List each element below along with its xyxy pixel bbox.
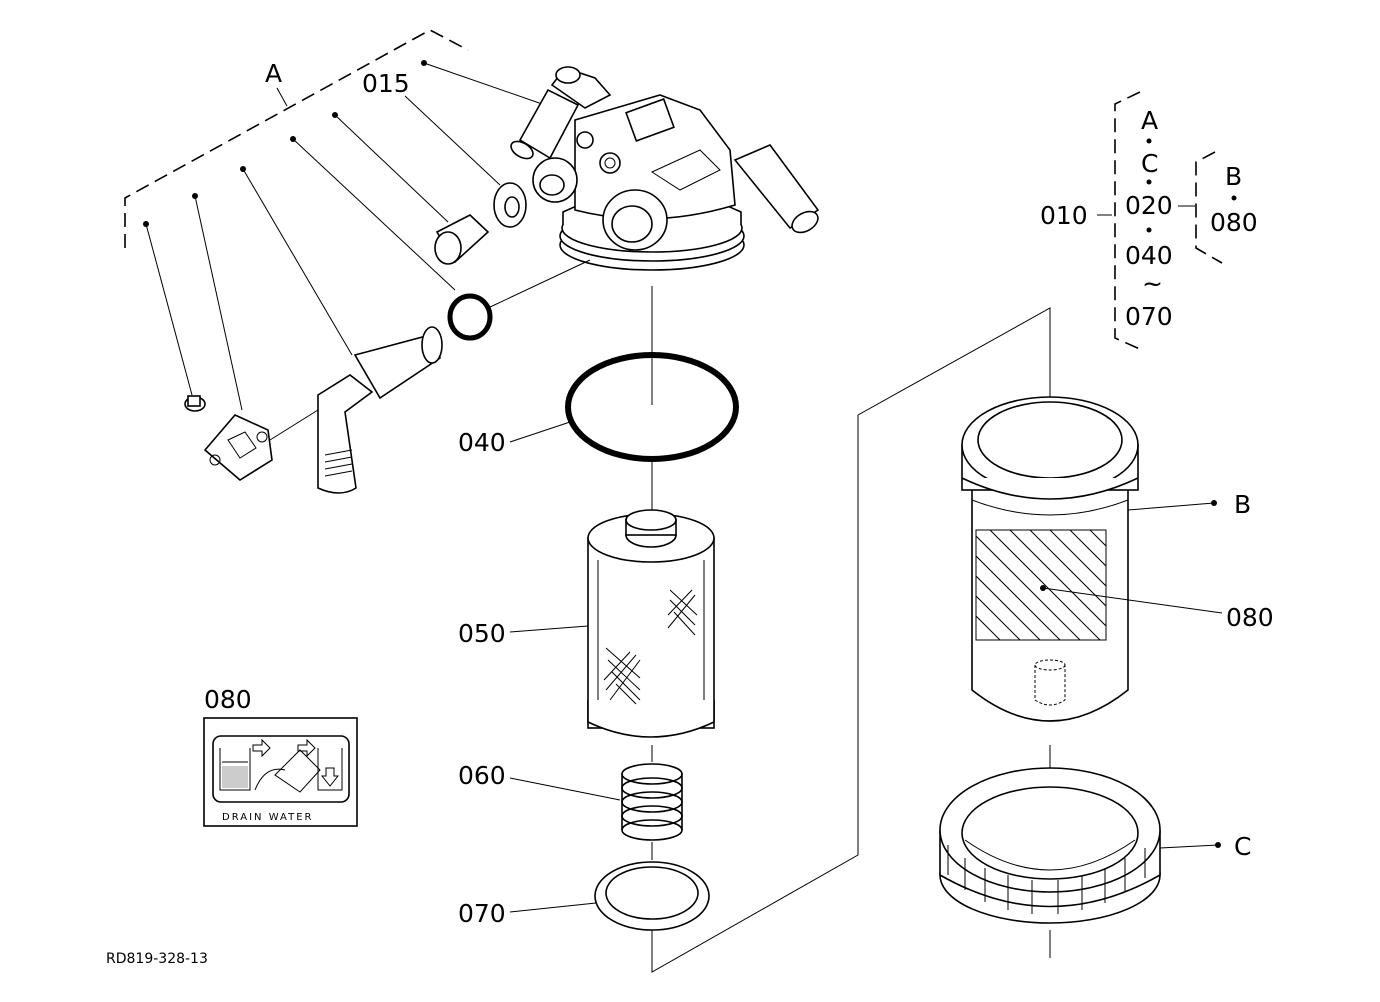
callout-070: 070 (458, 899, 597, 928)
filter-head (510, 66, 820, 271)
filter-element-050 (587, 509, 715, 738)
diagram-id: RD819-328-13 (106, 951, 208, 967)
bowl-connector-line (651, 307, 1051, 973)
decal-caption: DRAIN WATER (222, 812, 313, 823)
group-a-label: A (265, 59, 282, 88)
svg-text:B: B (1234, 490, 1251, 519)
legend-a-0: A (1141, 106, 1158, 135)
ring-nut-c (939, 767, 1161, 924)
legend-b-1: 080 (1210, 208, 1258, 237)
ring-070 (594, 861, 710, 931)
group-a-bracket: A (124, 29, 469, 248)
group-a-leaders (143, 60, 546, 411)
bolt-part (434, 214, 490, 265)
legend-main-ref: 010 (1040, 201, 1088, 230)
callout-015: 015 (362, 69, 501, 186)
legend-b-0: B (1225, 162, 1242, 191)
spring-060 (621, 763, 683, 841)
callout-b: B (1127, 490, 1251, 519)
svg-text:040: 040 (458, 428, 506, 457)
bowl-decal-080 (975, 529, 1107, 641)
svg-text:050: 050 (458, 619, 506, 648)
legend-a-2: 020 (1125, 191, 1173, 220)
drain-water-decal: 080 DRAIN WATER (203, 685, 358, 827)
callout-040: 040 (458, 421, 571, 457)
callout-050: 050 (458, 619, 589, 648)
filter-mesh (603, 589, 698, 705)
o-ring-040 (565, 352, 739, 462)
small-o-ring (447, 293, 493, 341)
legend-a-4: ~ (1142, 269, 1163, 298)
svg-text:070: 070 (458, 899, 506, 928)
decal-callout: 080 (204, 685, 252, 714)
legend-a-1: C (1141, 149, 1158, 178)
clamp-plate (203, 414, 273, 481)
callout-060: 060 (458, 761, 621, 801)
bowl-b (961, 396, 1139, 722)
callout-080-bowl: 080 (1042, 587, 1274, 632)
svg-text:060: 060 (458, 761, 506, 790)
legend-a-3: 040 (1125, 241, 1173, 270)
small-screw (184, 395, 206, 412)
parts-legend: 010 A C 020 040 ~ 070 B 080 (1040, 91, 1258, 351)
drain-cock (317, 326, 443, 494)
svg-text:080: 080 (1226, 603, 1274, 632)
svg-text:015: 015 (362, 69, 410, 98)
washer-015 (493, 182, 527, 228)
svg-text:C: C (1234, 832, 1251, 861)
callout-c: C (1159, 832, 1251, 861)
legend-a-5: 070 (1125, 302, 1173, 331)
